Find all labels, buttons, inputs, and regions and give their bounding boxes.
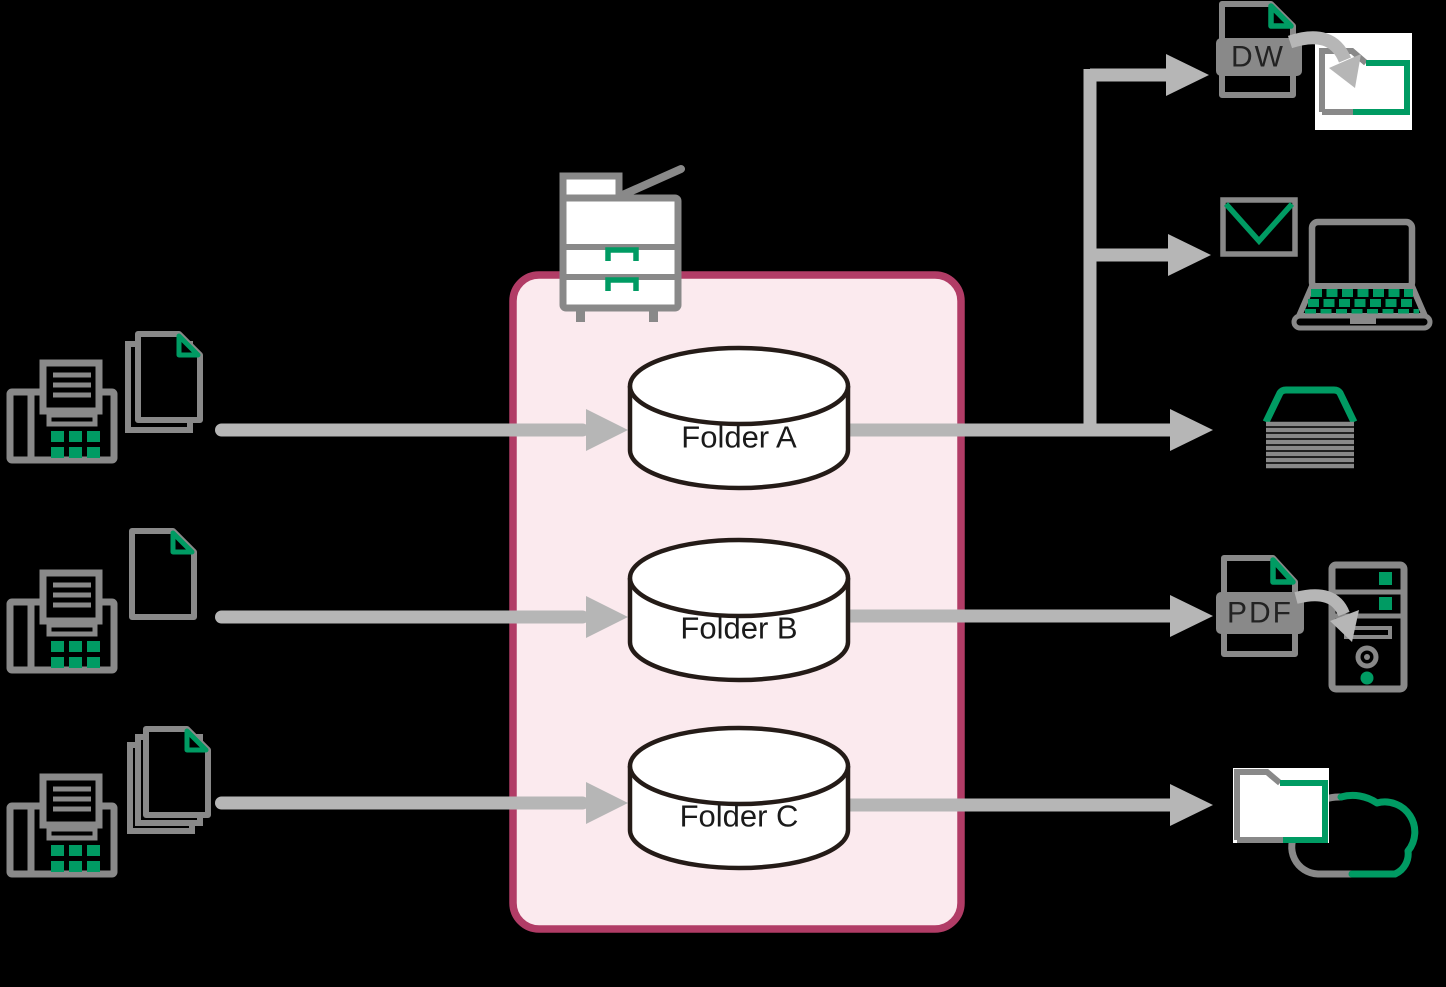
arrowhead-docuworks — [1166, 54, 1209, 96]
fax-machine-icon — [10, 573, 114, 670]
email-envelope-icon — [1220, 197, 1298, 257]
folder-a-cylinder: Folder A — [627, 345, 851, 491]
paper-stack-icon — [1262, 386, 1358, 469]
connector-folder-a — [848, 423, 1172, 437]
folder-c-cylinder: Folder C — [627, 725, 851, 871]
arrow-to-hub-3 — [215, 782, 628, 824]
fax-machine-icon — [10, 777, 114, 874]
fax-sources — [10, 334, 628, 874]
fax-source-3 — [10, 729, 628, 874]
fax-machine-icon — [10, 363, 114, 460]
output-connectors — [848, 54, 1213, 826]
arrowhead-cloud — [1170, 784, 1213, 826]
arrowhead-paper-tray — [1170, 409, 1213, 451]
pdf-file-icon: PDF — [1216, 555, 1304, 657]
folder-c-label: Folder C — [680, 799, 799, 834]
laptop-icon — [1291, 218, 1433, 331]
document-single-icon — [132, 531, 194, 617]
multifunction-printer-icon — [559, 165, 685, 322]
output-cloud-folder — [1233, 768, 1419, 878]
curved-arrow-icon — [1294, 589, 1359, 642]
hub-folders: Folder A Folder B Folder C — [627, 345, 851, 871]
document-stack-3-icon — [130, 729, 208, 831]
docuworks-badge: DW — [1231, 41, 1285, 74]
arrow-to-hub-2 — [215, 596, 628, 638]
folder-b-label: Folder B — [680, 611, 797, 646]
fax-source-2 — [10, 531, 628, 670]
folder-a-label: Folder A — [681, 420, 797, 455]
output-paper-tray — [1262, 386, 1358, 469]
fax-source-1 — [10, 334, 628, 460]
arrowhead-pdf — [1170, 595, 1213, 637]
output-docuworks: DW — [1216, 1, 1412, 130]
document-stack-2-icon — [128, 334, 200, 430]
arrowhead-email — [1168, 234, 1211, 276]
connector-folder-c — [848, 798, 1172, 812]
docuworks-file-icon: DW — [1216, 1, 1302, 98]
curved-arrow-icon — [1287, 31, 1361, 88]
folder-b-cylinder: Folder B — [627, 537, 851, 683]
connector-branch-top — [1090, 68, 1168, 82]
output-pdf-server: PDF — [1216, 555, 1408, 693]
output-email — [1220, 197, 1433, 331]
arrow-to-hub-1 — [215, 409, 628, 451]
connector-folder-b — [848, 609, 1172, 623]
connector-branch-email — [1090, 248, 1170, 262]
folder-icon — [1233, 768, 1329, 843]
pdf-badge: PDF — [1227, 597, 1293, 630]
